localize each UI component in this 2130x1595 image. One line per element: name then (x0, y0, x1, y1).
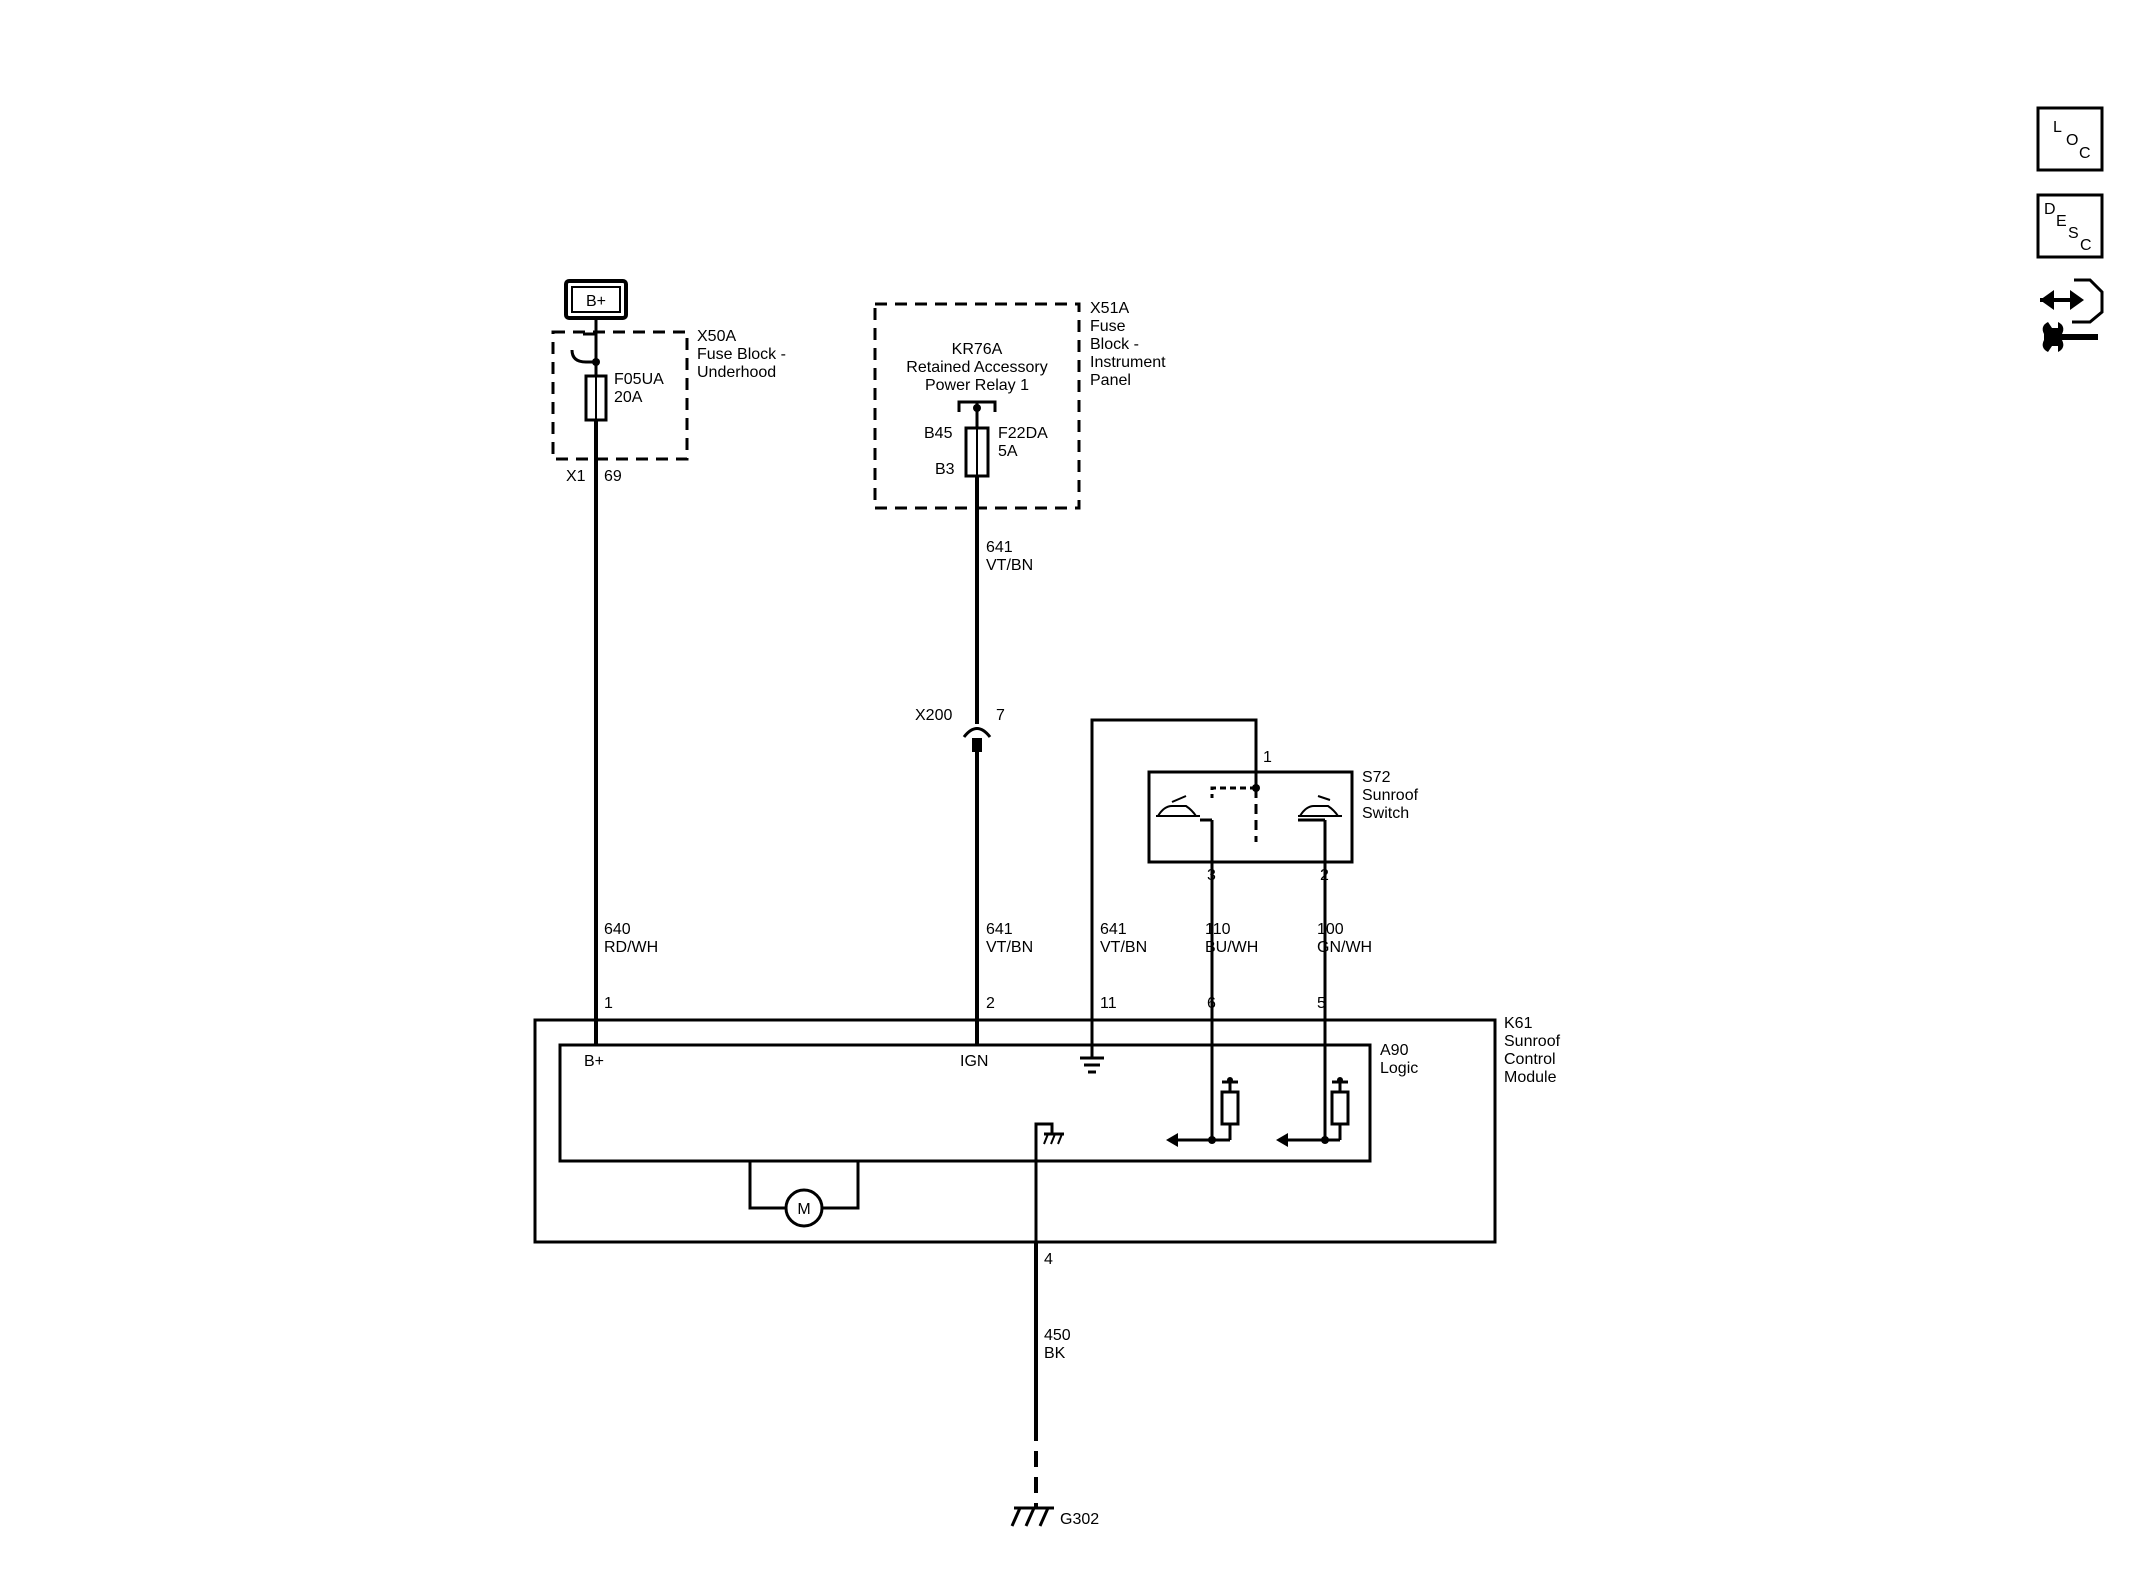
connector-service-icon[interactable] (2040, 278, 2104, 352)
x51a-id: X51A (1090, 300, 1129, 317)
input-circuit-pin6 (1166, 1077, 1240, 1147)
internal-ground-icon (1080, 1056, 1104, 1074)
ground-g302-id: G302 (1060, 1511, 1099, 1528)
motor-label: M (797, 1201, 810, 1218)
desc-letter-3: S (2068, 225, 2079, 242)
input-circuit-pin5 (1276, 1077, 1350, 1147)
s72-name-1: Sunroof (1362, 787, 1419, 804)
x51a-name-1: Fuse (1090, 318, 1126, 335)
x50a-boundary (551, 330, 689, 461)
wire-100-color: GN/WH (1317, 939, 1372, 956)
wire-100-circuit: 100 (1317, 921, 1344, 938)
wire-641-lower-circuit: 641 (986, 921, 1013, 938)
x200-id: X200 (915, 707, 952, 724)
wire-641-lower-color: VT/BN (986, 939, 1033, 956)
x51a-fuse-block: X51A Fuse Block - Instrument Panel KR76A… (873, 300, 1166, 510)
relay-kr76a-name-1: Retained Accessory (906, 359, 1047, 376)
fuse-f05ua-id: F05UA (614, 371, 664, 388)
loc-letter-1: L (2053, 119, 2062, 136)
k61-label-bplus: B+ (584, 1053, 604, 1070)
sunroof-open-icon (1298, 795, 1342, 817)
k61-pin-2: 2 (986, 995, 995, 1012)
a90-id: A90 (1380, 1042, 1409, 1059)
wire-641-upper-color: VT/BN (986, 557, 1033, 574)
x50a-id: X50A (697, 328, 736, 345)
x50a-pin: 69 (604, 468, 622, 485)
k61-sunroof-control-module: K61 Sunroof Control Module 1 2 11 6 5 4 … (533, 995, 1561, 1268)
x50a-name-1: Fuse Block - (697, 346, 786, 363)
battery-bplus-symbol: B+ (564, 279, 628, 320)
k61-pin-6: 6 (1207, 995, 1216, 1012)
a90-logic-box (558, 1043, 1372, 1163)
chassis-ground-icon (1034, 1122, 1064, 1242)
wire-110-circuit: 110 (1205, 921, 1231, 938)
k61-pin-1: 1 (604, 995, 613, 1012)
s72-body (1147, 770, 1354, 864)
x51a-pin-top: B45 (924, 425, 953, 442)
s72-id: S72 (1362, 769, 1391, 786)
x200-connector: X200 7 (915, 707, 1005, 752)
x51a-name-4: Panel (1090, 372, 1131, 389)
k61-id: K61 (1504, 1015, 1533, 1032)
desc-letter-1: D (2044, 201, 2056, 218)
k61-pin-4: 4 (1044, 1251, 1053, 1268)
s72-pin-top: 1 (1263, 749, 1272, 766)
ground-g302-icon (1010, 1506, 1054, 1527)
k61-body (533, 1018, 1497, 1244)
wire-640-color: RD/WH (604, 939, 658, 956)
fuse-f05ua-rating: 20A (614, 389, 643, 406)
x50a-name-2: Underhood (697, 364, 776, 381)
k61-name-1: Sunroof (1504, 1033, 1561, 1050)
desc-button[interactable]: D E S C (2036, 193, 2104, 259)
fuse-f22da-id: F22DA (998, 425, 1048, 442)
wire-640-circuit: 640 (604, 921, 631, 938)
k61-pin-11: 11 (1100, 995, 1117, 1012)
x50a-fuse-block: X50A Fuse Block - Underhood F05UA 20A X1… (551, 328, 786, 485)
s72-sunroof-switch: 1 S72 Sunroof Switch 3 2 (1147, 749, 1419, 884)
bplus-label: B+ (586, 293, 606, 310)
x50a-connector: X1 (566, 468, 586, 485)
x51a-name-2: Block - (1090, 336, 1139, 353)
x51a-name-3: Instrument (1090, 354, 1166, 371)
relay-kr76a-id: KR76A (952, 341, 1003, 358)
x51a-pin-bottom: B3 (935, 461, 955, 478)
k61-pin-5: 5 (1317, 995, 1326, 1012)
k61-name-3: Module (1504, 1069, 1557, 1086)
wire-450-circuit: 450 (1044, 1327, 1071, 1344)
wire-641-right-circuit: 641 (1100, 921, 1127, 938)
s72-name-2: Switch (1362, 805, 1409, 822)
x200-pin: 7 (996, 707, 1005, 724)
motor-icon: M (748, 1161, 860, 1228)
loc-button[interactable]: L O C (2036, 106, 2104, 172)
relay-kr76a-name-2: Power Relay 1 (925, 377, 1029, 394)
wire-641-right-color: VT/BN (1100, 939, 1147, 956)
k61-label-ign: IGN (960, 1053, 988, 1070)
sunroof-close-icon (1156, 795, 1200, 817)
loc-letter-3: C (2079, 145, 2091, 162)
wire-641-switch-feed (1090, 718, 1258, 1042)
a90-name: Logic (1380, 1060, 1418, 1077)
wire-450-color: BK (1044, 1345, 1066, 1362)
desc-letter-4: C (2080, 237, 2092, 254)
desc-letter-2: E (2056, 213, 2067, 230)
fuse-f22da-rating: 5A (998, 443, 1018, 460)
wire-641-upper-circuit: 641 (986, 539, 1013, 556)
loc-letter-2: O (2066, 132, 2078, 149)
wire-110-color: BU/WH (1205, 939, 1258, 956)
k61-name-2: Control (1504, 1051, 1556, 1068)
